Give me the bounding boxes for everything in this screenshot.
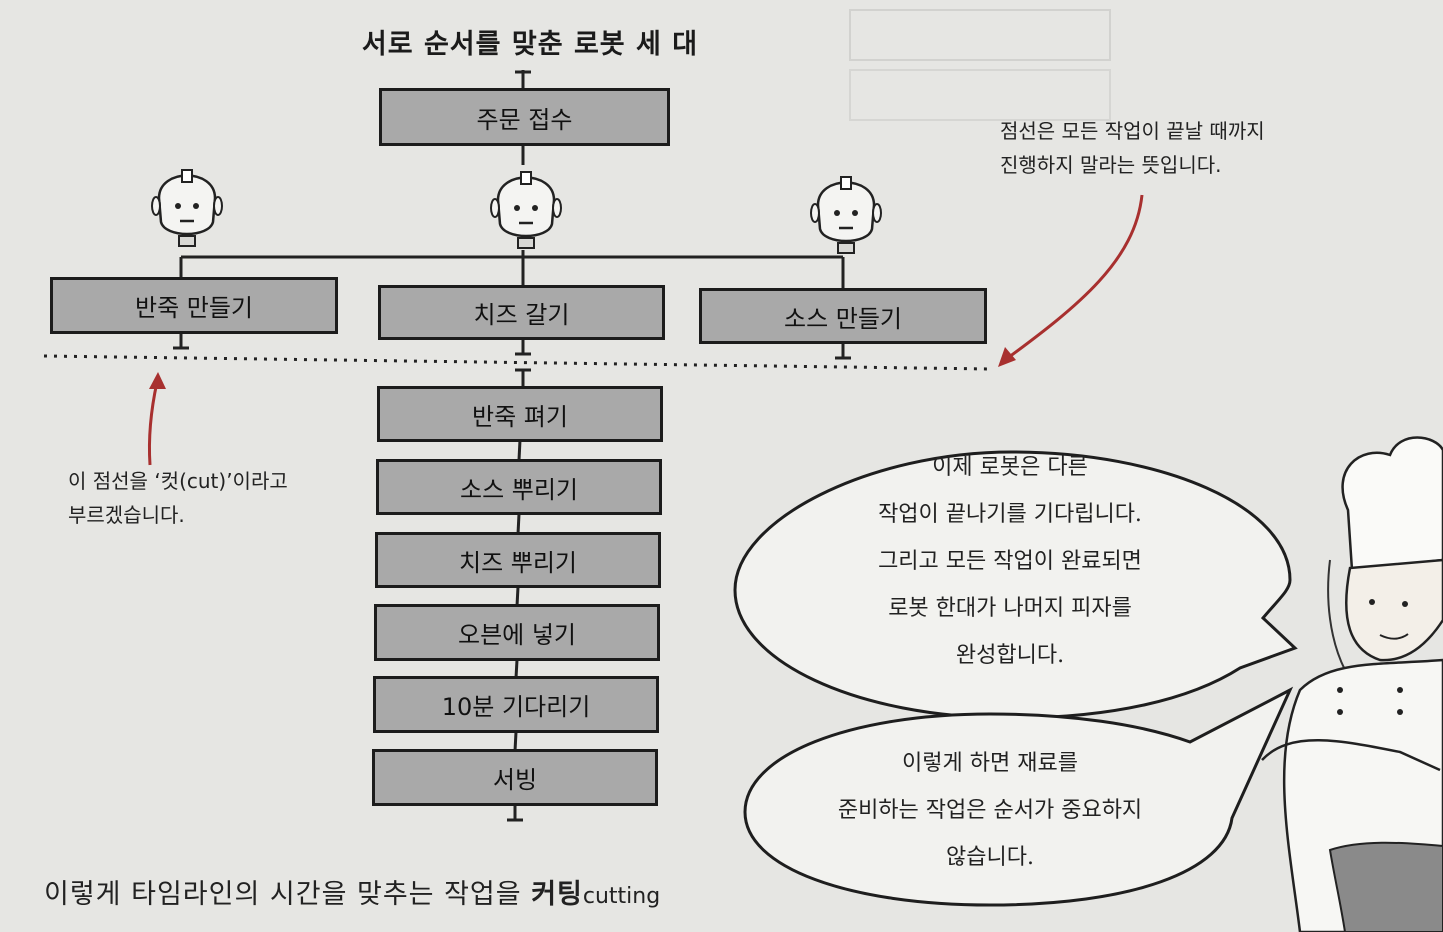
step-order-received: 주문 접수 [379, 88, 670, 146]
cut-note-line-1: 이 점선을 ‘컷(cut)’이라고 [68, 469, 288, 493]
footer-text: 이렇게 타임라인의 시간을 맞추는 작업을 커팅cutting [44, 872, 660, 911]
speech-bubble-bottom [743, 686, 1294, 907]
robot-icon-middle [490, 171, 562, 249]
diagram-title: 서로 순서를 맞춘 로봇 세 대 [361, 29, 699, 60]
step-grate-cheese: 치즈 갈기 [378, 285, 665, 340]
arrow-to-cut-left [147, 372, 166, 466]
bubble-top-line-5: 완성합니다. [955, 643, 1065, 668]
footer-main: 이렇게 타임라인의 시간을 맞추는 작업을 [44, 879, 532, 910]
step-wait-10-minutes: 10분 기다리기 [373, 676, 659, 733]
footer-bold-term: 커팅 [531, 879, 583, 910]
bubble-top-line-4: 로봇 한대가 나머지 피자를 [888, 596, 1132, 621]
bubble-top-line-2: 작업이 끝나기를 기다립니다. [878, 502, 1142, 527]
robot-icon-left [151, 169, 223, 247]
speech-bubble-top [733, 450, 1298, 720]
bubble-top-line-1: 이제 로봇은 다른 [932, 455, 1088, 480]
step-serving: 서빙 [372, 749, 658, 806]
step-put-in-oven: 오븐에 넣기 [374, 604, 660, 661]
arrow-to-cut-right [998, 194, 1144, 367]
bubble-bottom-line-3: 않습니다. [946, 845, 1034, 870]
bubble-bottom-line-1: 이렇게 하면 재료를 [902, 751, 1078, 776]
step-roll-dough: 반죽 펴기 [377, 386, 663, 442]
speech-bubble-top-text: 이제 로봇은 다른 작업이 끝나기를 기다립니다. 그리고 모든 작업이 완료되… [760, 444, 1260, 679]
robot-icon-right [810, 176, 882, 254]
footer-term-english: cutting [582, 884, 661, 909]
dotted-line-note-line-1: 점선은 모든 작업이 끝날 때까지 [1000, 119, 1265, 143]
dotted-line-note: 점선은 모든 작업이 끝날 때까지 진행하지 말라는 뜻입니다. [1000, 114, 1265, 182]
chef-illustration [1261, 436, 1443, 932]
step-make-sauce: 소스 만들기 [699, 288, 987, 344]
step-sprinkle-cheese: 치즈 뿌리기 [375, 532, 661, 588]
dotted-line-note-line-2: 진행하지 말라는 뜻입니다. [1000, 153, 1222, 177]
bubble-top-line-3: 그리고 모든 작업이 완료되면 [878, 549, 1142, 574]
step-make-dough: 반죽 만들기 [50, 277, 338, 334]
cut-note: 이 점선을 ‘컷(cut)’이라고 부르겠습니다. [68, 464, 288, 532]
bubble-bottom-line-2: 준비하는 작업은 순서가 중요하지 [837, 798, 1143, 823]
cut-note-line-2: 부르겠습니다. [68, 503, 185, 527]
step-spread-sauce: 소스 뿌리기 [376, 459, 662, 515]
speech-bubble-bottom-text: 이렇게 하면 재료를 준비하는 작업은 순서가 중요하지 않습니다. [770, 740, 1210, 881]
